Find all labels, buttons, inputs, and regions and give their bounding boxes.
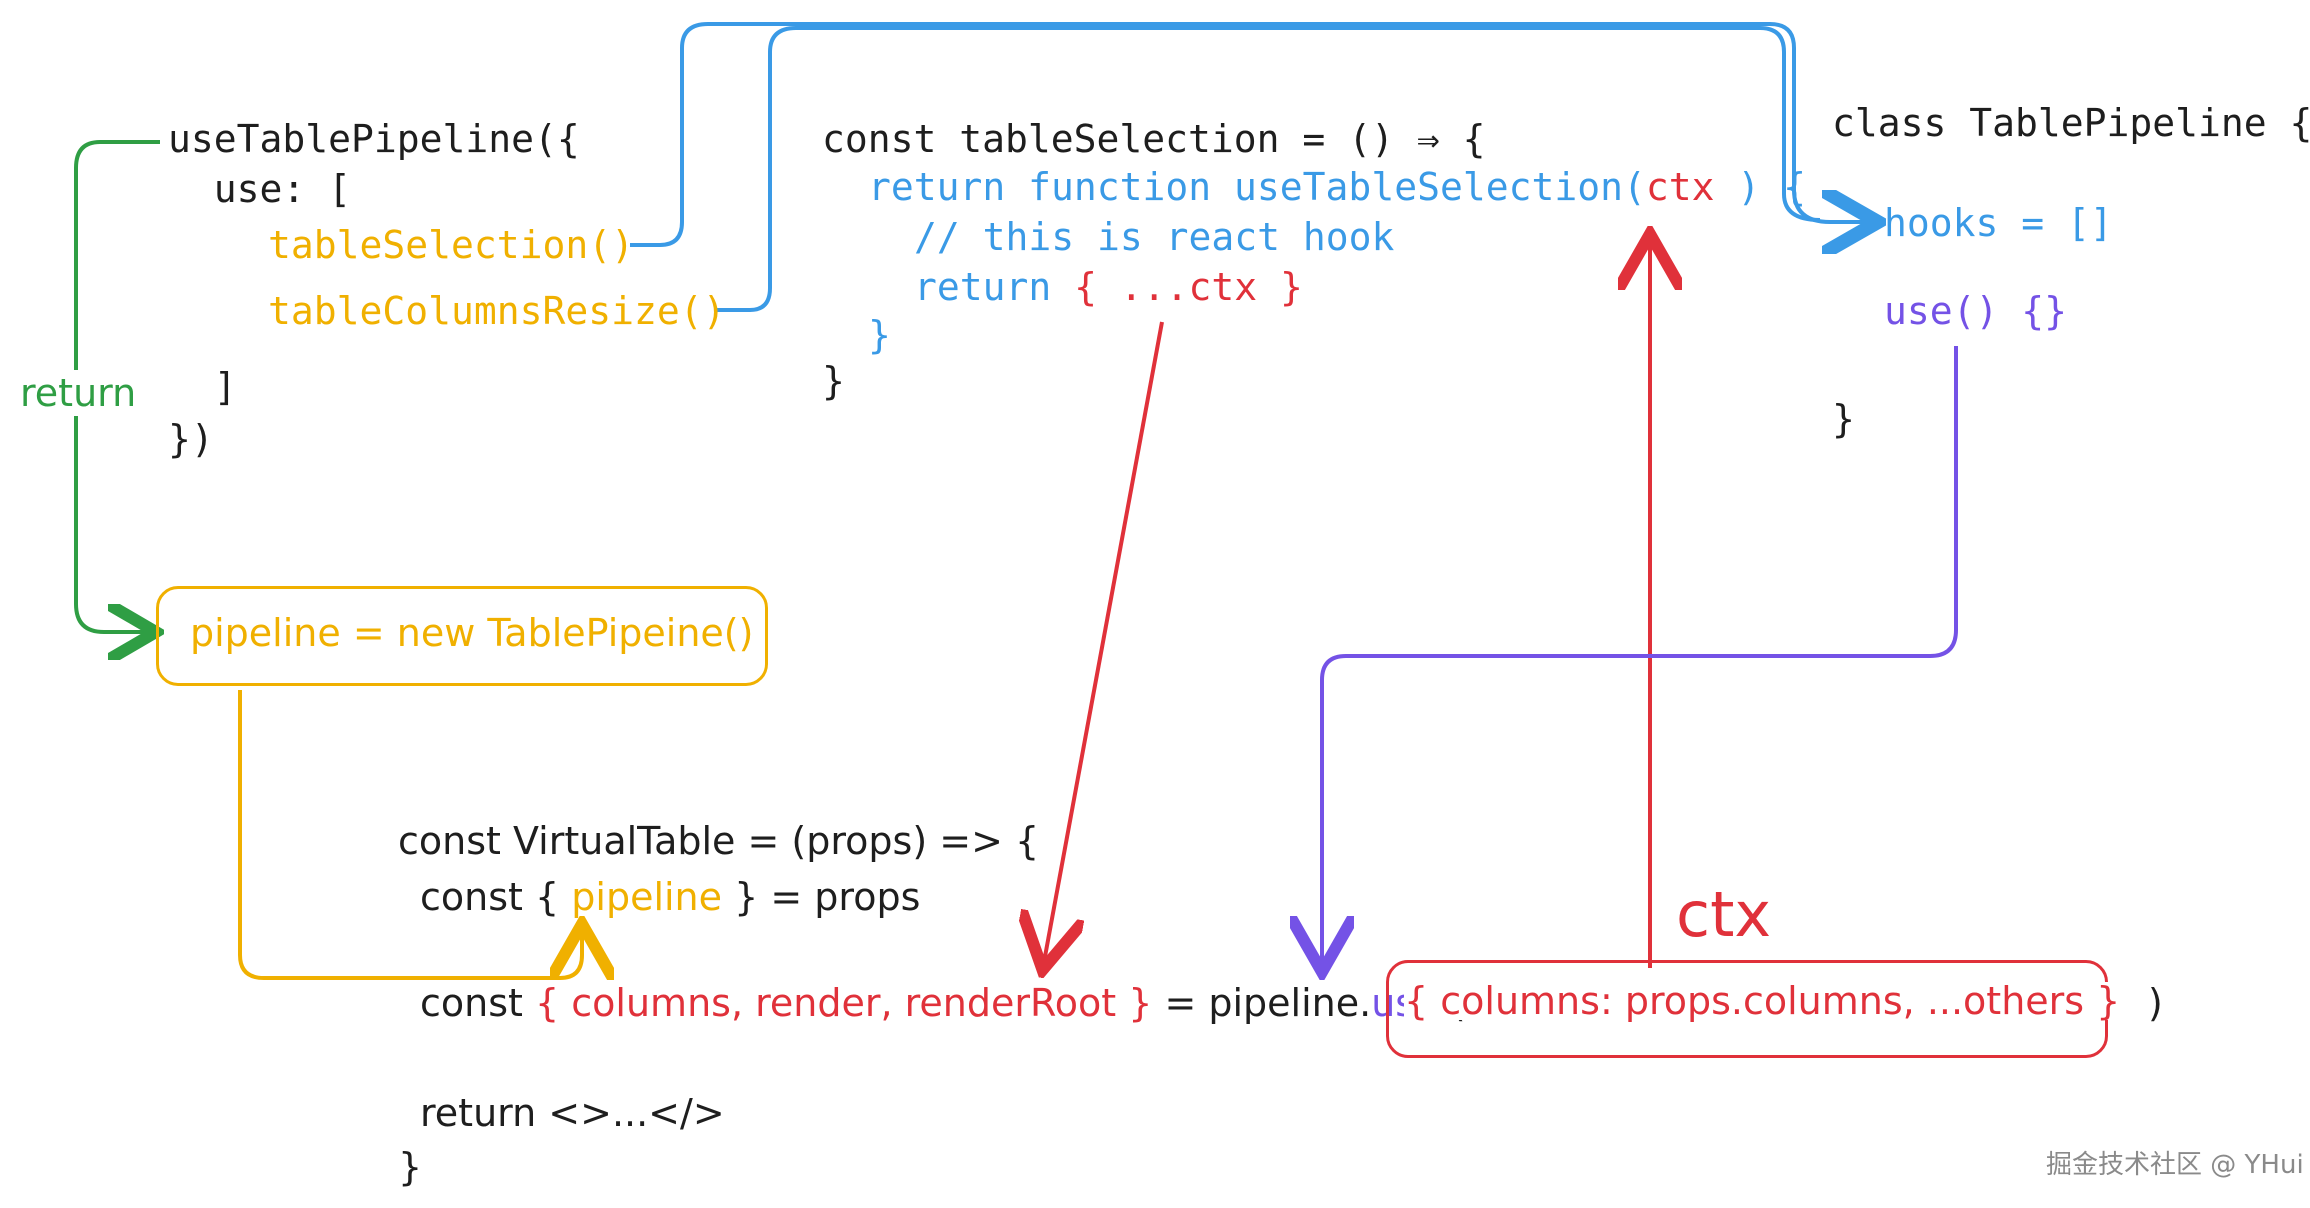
return-function-line: return function useTableSelection(ctx ) … xyxy=(868,168,1806,206)
return-ctx-line: return { ...ctx } xyxy=(914,268,1303,306)
return-label: return xyxy=(18,370,139,416)
ctx-param: ctx xyxy=(1645,165,1715,209)
return-function-text: return function useTableSelection( xyxy=(868,165,1646,209)
class-close: } xyxy=(1832,397,1855,441)
pipeline-prop: pipeline xyxy=(571,875,723,919)
ctx-argument: { columns: props.columns, ...others } xyxy=(1404,979,2121,1023)
destructure-pipeline-line: const { pipeline } = props xyxy=(420,878,920,916)
use-method: use() {} xyxy=(1884,289,2068,333)
virtual-table-close: } xyxy=(398,1145,423,1189)
use-table-pipeline-call: useTablePipeline({ xyxy=(168,117,580,161)
return-function-tail: ) { xyxy=(1714,165,1807,209)
ctx-return-arrow xyxy=(1044,321,1164,962)
table-columns-resize-item: tableColumnsResize() xyxy=(268,289,726,333)
use-method-arrow xyxy=(1322,346,1958,964)
return-keyword: return xyxy=(914,265,1075,309)
destructured-result: { columns, render, renderRoot } xyxy=(535,981,1153,1025)
react-hook-comment: // this is react hook xyxy=(914,215,1395,259)
const-keyword: const xyxy=(420,981,536,1025)
array-close: ] xyxy=(168,365,237,409)
ctx-label: ctx xyxy=(1676,878,1772,951)
table-selection-close: } xyxy=(822,359,845,403)
pipeline-prop-arrow xyxy=(238,690,582,980)
inner-function-close: } xyxy=(868,313,891,357)
pipeline-use-line: const { columns, render, renderRoot } = … xyxy=(420,984,1465,1022)
call-close: }) xyxy=(168,417,214,461)
tablecolumnsresize-connector xyxy=(716,26,1821,312)
return-fragment: return <>...</> xyxy=(420,1091,725,1135)
close-paren: ) xyxy=(2148,981,2163,1025)
pipeline-instantiation: pipeline = new TablePipeine() xyxy=(190,611,754,655)
hooks-field: hooks = [] xyxy=(1884,201,2113,245)
tableselection-connector xyxy=(630,22,1870,245)
spread-ctx: { ...ctx } xyxy=(1074,265,1303,309)
props-tail: } = props xyxy=(722,875,921,919)
table-selection-item: tableSelection() xyxy=(268,223,635,267)
pipeline-box xyxy=(156,586,768,686)
pipeline-access: = pipeline. xyxy=(1152,981,1372,1025)
table-selection-definition: const tableSelection = () ⇒ { xyxy=(822,117,1486,161)
virtual-table-definition: const VirtualTable = (props) => { xyxy=(398,819,1040,863)
use-option-line: use: [ xyxy=(168,167,352,211)
table-pipeline-class: class TablePipeline { xyxy=(1832,101,2310,145)
const-open: const { xyxy=(420,875,572,919)
watermark: 掘金技术社区 @ YHui xyxy=(2046,1150,2304,1180)
